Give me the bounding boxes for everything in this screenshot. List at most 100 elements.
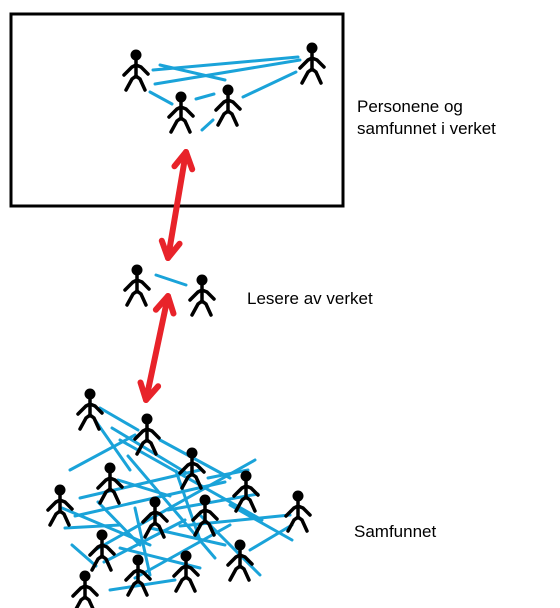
work-stick-figure <box>298 42 326 85</box>
society-stick-figure <box>71 570 99 608</box>
figure-legs <box>143 520 166 539</box>
work-connection <box>148 90 174 106</box>
society-connection <box>70 543 98 568</box>
figure-head <box>132 554 144 566</box>
figure-head <box>54 484 66 496</box>
figure-legs <box>169 115 192 134</box>
figure-head <box>292 490 304 502</box>
figure-legs <box>98 486 121 505</box>
work-connection <box>200 118 215 132</box>
work-connection <box>194 92 216 101</box>
figure-arms <box>188 288 216 302</box>
figure-arms <box>123 278 151 292</box>
figure-head <box>222 84 234 96</box>
figure-legs <box>125 288 148 307</box>
society-stick-figure <box>96 462 124 505</box>
figure-legs <box>48 508 71 527</box>
society-connection <box>158 438 232 480</box>
society-connection <box>110 426 187 474</box>
society-connection <box>96 500 142 547</box>
figure-head <box>149 496 161 508</box>
figure-arms <box>226 553 254 567</box>
relation-arrows <box>137 149 196 403</box>
readers-stick-figure <box>188 274 216 317</box>
figure-head <box>84 388 96 400</box>
figure-arms <box>167 105 195 119</box>
society-stick-figure <box>172 550 200 593</box>
work-connection <box>158 63 227 82</box>
work-stick-figure <box>122 49 150 92</box>
readers-stick-figure <box>123 264 151 307</box>
society-stick-figure <box>124 554 152 597</box>
society-connection <box>248 523 294 552</box>
figure-arms <box>46 498 74 512</box>
figure-legs <box>174 574 197 593</box>
figure-legs <box>126 578 149 597</box>
work-stick-figure <box>214 84 242 127</box>
figure-arms <box>141 510 169 524</box>
figure-legs <box>216 108 239 127</box>
society-stick-figure <box>191 494 219 537</box>
connection-lines <box>60 55 302 592</box>
figure-head <box>199 494 211 506</box>
work-connection <box>241 70 298 99</box>
society-stick-figure <box>133 413 161 456</box>
figure-arms <box>232 484 260 498</box>
society-label: Samfunnet <box>354 522 437 541</box>
figure-legs <box>286 514 309 533</box>
society-connection <box>228 503 294 542</box>
figure-head <box>141 413 153 425</box>
society-stick-figure <box>46 484 74 527</box>
figure-legs <box>135 437 158 456</box>
figure-arms <box>172 564 200 578</box>
figure-head <box>175 91 187 103</box>
society-connection <box>93 418 132 472</box>
figure-arms <box>298 56 326 70</box>
figure-head <box>130 49 142 61</box>
society-stick-figure <box>232 470 260 513</box>
figure-legs <box>90 553 113 572</box>
work-label-line2: samfunnet i verket <box>357 119 496 138</box>
figure-arms <box>133 427 161 441</box>
arrowhead <box>158 237 183 261</box>
figure-head <box>96 529 108 541</box>
figure-arms <box>96 476 124 490</box>
society-stick-figure <box>178 447 206 490</box>
figure-arms <box>191 508 219 522</box>
figure-arms <box>284 504 312 518</box>
figure-arms <box>124 568 152 582</box>
figure-legs <box>234 494 257 513</box>
society-connection <box>102 518 187 564</box>
figure-legs <box>74 594 95 608</box>
arrowhead <box>171 149 196 173</box>
figure-head <box>104 462 116 474</box>
figure-arms <box>88 543 116 557</box>
figure-legs <box>180 471 203 490</box>
society-stick-figure <box>141 496 169 539</box>
society-connection <box>178 513 292 528</box>
figure-legs <box>228 563 251 582</box>
work-stick-figure <box>167 91 195 134</box>
figure-head <box>79 570 91 582</box>
figure-legs <box>124 73 147 92</box>
society-stick-figure <box>76 388 104 431</box>
figure-legs <box>193 518 216 537</box>
figure-legs <box>300 66 323 85</box>
society-connection <box>174 469 202 542</box>
arrowhead <box>137 379 162 403</box>
figure-head <box>180 550 192 562</box>
figure-head <box>306 42 318 54</box>
figure-head <box>186 447 198 459</box>
figure-arms <box>214 98 242 112</box>
work-connection <box>153 58 302 86</box>
readers-connection <box>154 273 188 287</box>
figure-arms <box>76 402 104 416</box>
figure-arms <box>122 63 150 77</box>
readers-label: Lesere av verket <box>247 289 373 308</box>
society-connection <box>206 468 250 480</box>
figure-head <box>196 274 208 286</box>
society-stick-figure <box>284 490 312 533</box>
society-stick-figure <box>88 529 116 572</box>
society-connection <box>133 506 152 577</box>
